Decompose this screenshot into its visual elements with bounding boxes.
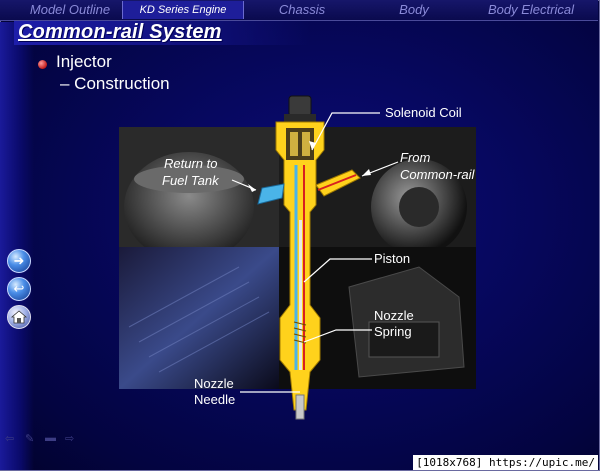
home-icon[interactable] xyxy=(7,305,31,329)
bullet-injector: Injector xyxy=(56,52,112,71)
bullet-construction: – Construction xyxy=(60,74,170,93)
label-solenoid-coil: Solenoid Coil xyxy=(385,105,462,120)
label-from-line2: Common-rail xyxy=(400,167,476,182)
page-title: Common-rail System xyxy=(18,21,222,43)
label-needle-line1: Nozzle xyxy=(194,376,234,391)
label-return-line2: Fuel Tank xyxy=(162,173,220,188)
label-spring-line2: Spring xyxy=(374,324,412,339)
label-return-line1: Return to xyxy=(164,156,217,171)
tab-body[interactable]: Body xyxy=(399,2,429,17)
tab-body-electrical[interactable]: Body Electrical xyxy=(488,2,574,17)
screen-tool-icon[interactable]: ▬ xyxy=(45,432,56,444)
pen-tool-icon[interactable]: ✎ xyxy=(25,433,35,445)
return-pipe xyxy=(257,183,285,205)
title-highlight xyxy=(14,21,310,45)
back-arrow-icon[interactable]: ↩ xyxy=(7,277,31,301)
top-navigation: Model Outline KD Series Engine Chassis B… xyxy=(0,0,598,21)
label-spring-line1: Nozzle xyxy=(374,308,414,323)
prev-tool-icon[interactable]: ⇦ xyxy=(5,433,15,445)
label-piston: Piston xyxy=(374,251,410,266)
tab-chassis[interactable]: Chassis xyxy=(278,2,326,17)
nozzle-tip xyxy=(295,394,305,420)
label-needle-line2: Needle xyxy=(194,392,235,407)
label-from-line1: From xyxy=(400,150,431,165)
watermark-text: [1018x768] https://upic.me/ xyxy=(413,455,598,470)
left-decoration-bar xyxy=(0,22,34,470)
connector-plug xyxy=(288,95,312,117)
nozzle-spring-graphic xyxy=(293,321,307,344)
tab-model-outline[interactable]: Model Outline xyxy=(29,2,111,17)
tab-kd-series-engine[interactable]: KD Series Engine xyxy=(122,1,244,19)
bullet-dot-icon xyxy=(38,60,47,69)
home-glyph xyxy=(10,310,28,324)
forward-arrow-icon[interactable]: ➜ xyxy=(7,249,31,273)
connector-base xyxy=(284,114,316,122)
next-tool-icon[interactable]: ⇨ xyxy=(65,433,75,445)
